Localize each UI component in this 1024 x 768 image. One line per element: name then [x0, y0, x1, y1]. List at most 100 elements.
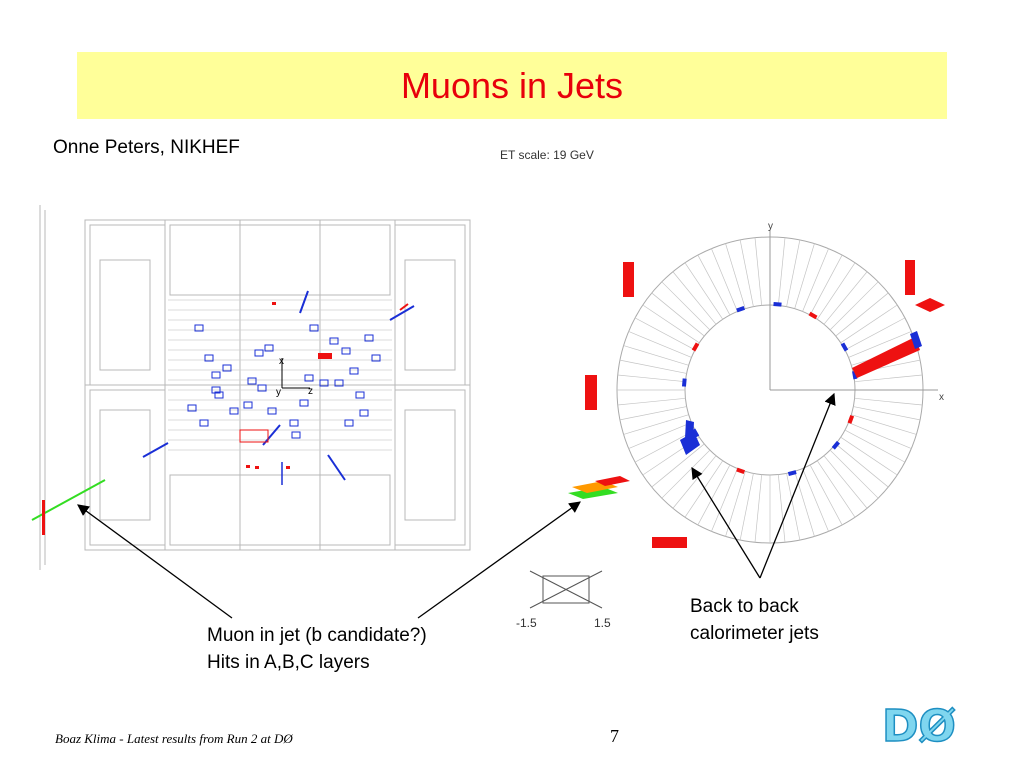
- calorimeter-segment: [634, 317, 696, 351]
- calorimeter-segment: [809, 254, 843, 316]
- ring-hit: [808, 311, 818, 320]
- calorimeter-segment: [848, 422, 912, 449]
- calorimeter-segment: [651, 292, 705, 337]
- ring-hit: [831, 440, 840, 450]
- calorimeter-segment: [802, 468, 829, 532]
- muon-annotation: Muon in jet (b candidate?) Hits in A,B,C…: [207, 622, 427, 676]
- hit-box: [254, 349, 264, 357]
- eta-min-label: -1.5: [516, 616, 537, 630]
- hit-box: [291, 431, 301, 439]
- calorimeter-segment: [754, 474, 763, 543]
- calorimeter-segment: [623, 345, 689, 366]
- ring-hit: [773, 301, 782, 307]
- hit-box: [187, 404, 197, 412]
- calorimeter-segment: [672, 271, 717, 325]
- calorimeter-segment: [617, 374, 686, 383]
- calorimeter-segment: [802, 248, 829, 312]
- calorimeter-segment: [853, 406, 921, 421]
- eta-scale-box: [529, 570, 603, 609]
- calorimeter-segment: [697, 464, 731, 526]
- calorimeter-segment: [786, 473, 801, 541]
- calorimeter-segment: [739, 239, 754, 307]
- hit-box: [359, 409, 369, 417]
- hit-box: [289, 419, 299, 427]
- hit-box: [247, 377, 257, 385]
- hit-box: [211, 371, 221, 379]
- hit-box: [304, 374, 314, 382]
- calorimeter-segment: [840, 304, 898, 344]
- calorimeter-segment: [823, 271, 868, 325]
- hit-box: [341, 347, 351, 355]
- eta-max-label: 1.5: [594, 616, 611, 630]
- hit-box: [222, 364, 232, 372]
- hit-box: [329, 337, 339, 345]
- side-view-hits: [187, 324, 381, 439]
- calorimeter-segment: [835, 292, 889, 337]
- calorimeter-segment: [739, 473, 754, 541]
- calorimeter-segment: [835, 443, 889, 488]
- ring-hit: [736, 467, 746, 475]
- calorimeter-segment: [840, 436, 898, 476]
- calorimeter-segment: [651, 443, 705, 488]
- calorimeter-segment: [617, 397, 686, 406]
- hit-box: [243, 401, 253, 409]
- page-number: 7: [610, 726, 619, 746]
- annotation-arrows: [77, 392, 836, 619]
- hit-box: [344, 419, 354, 427]
- author-line: Onne Peters, NIKHEF: [53, 137, 240, 158]
- hit-box: [214, 391, 224, 399]
- dzero-logo: DØ: [881, 700, 956, 749]
- ring-hit: [840, 342, 849, 352]
- calorimeter-segment: [711, 248, 738, 312]
- end-view-calorimeter: [616, 230, 945, 548]
- hit-box: [267, 407, 277, 415]
- calorimeter-segment: [754, 237, 763, 306]
- hit-box: [334, 379, 344, 387]
- calorimeter-segment: [816, 460, 856, 518]
- calorimeter-segment: [854, 374, 923, 383]
- calorimeter-segment: [854, 397, 923, 406]
- side-view-axes: [281, 358, 310, 389]
- end-axis-y-label: y: [768, 221, 773, 232]
- calorimeter-segment: [672, 455, 717, 509]
- calorimeter-segment: [619, 406, 687, 421]
- calorimeter-segment: [634, 429, 696, 463]
- ring-hit: [681, 378, 687, 387]
- side-view-layers: [168, 299, 392, 451]
- jets-annotation-line-2: calorimeter jets: [690, 623, 819, 644]
- calorimeter-segment: [642, 304, 700, 344]
- calorimeter-segment: [661, 449, 711, 499]
- hit-box: [264, 344, 274, 352]
- calorimeter-segment: [684, 460, 724, 518]
- calorimeter-segment: [829, 281, 879, 331]
- calorimeter-segment: [794, 471, 815, 537]
- title-banner: Muons in Jets: [77, 52, 947, 119]
- calorimeter-segment: [725, 243, 746, 309]
- calorimeter-segment: [844, 317, 906, 351]
- hit-box: [319, 379, 329, 387]
- calorimeter-segment: [661, 281, 711, 331]
- calorimeter-segment: [711, 468, 738, 532]
- logo-text: DØ: [882, 701, 956, 749]
- calorimeter-segment: [684, 262, 724, 320]
- hit-box: [309, 324, 319, 332]
- calorimeter-segment: [809, 464, 843, 526]
- side-view-detector: [39, 205, 471, 570]
- hit-box: [229, 407, 239, 415]
- jets-annotation-line-1: Back to back: [690, 596, 799, 617]
- hit-box: [299, 399, 309, 407]
- calorimeter-segment: [777, 474, 786, 543]
- ring-hit: [736, 305, 746, 313]
- calorimeter-segment: [628, 422, 692, 449]
- calorimeter-segment: [829, 449, 879, 499]
- calorimeter-segment: [619, 359, 687, 374]
- side-view-tracks: [31, 290, 415, 521]
- side-axis-z-label: z: [308, 386, 313, 397]
- calorimeter-segment: [777, 237, 786, 306]
- calorimeter-segment: [725, 471, 746, 537]
- jets-annotation: Back to back calorimeter jets: [690, 593, 819, 647]
- eta-towers: [568, 375, 630, 499]
- ring-hit: [787, 470, 797, 477]
- calorimeter-segment: [844, 429, 906, 463]
- hit-box: [349, 367, 359, 375]
